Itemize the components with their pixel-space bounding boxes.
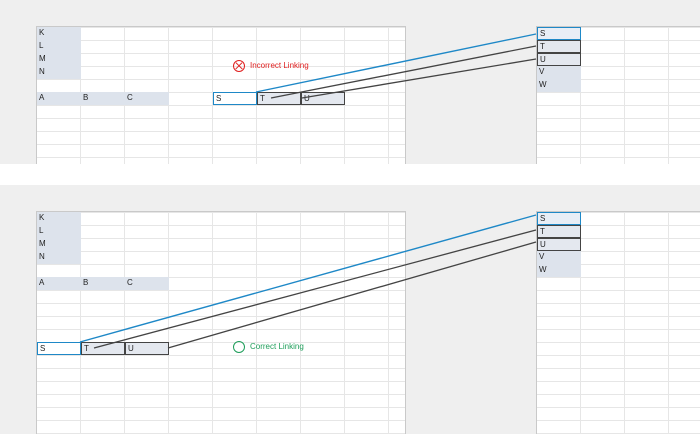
link-line-u: [301, 58, 537, 99]
left-spreadsheet: K L M N A B C S T U: [36, 211, 406, 434]
left-spreadsheet: K L M N A B C S T U: [36, 26, 406, 164]
right-cell-t[interactable]: T: [537, 40, 581, 53]
right-cell-w: W: [537, 264, 581, 277]
link-cell-u[interactable]: U: [301, 92, 345, 105]
col-header-a: A: [37, 277, 81, 290]
row-header-n: N: [37, 251, 81, 264]
link-lines: [255, 33, 537, 99]
col-header-b: B: [81, 92, 125, 105]
right-cell-v: V: [537, 66, 581, 79]
col-header-a: A: [37, 92, 81, 105]
right-cell-v: V: [537, 251, 581, 264]
row-header-m: M: [37, 238, 81, 251]
link-lines: [79, 214, 537, 349]
link-line-u: [167, 241, 537, 349]
incorrect-linking-panel: K L M N A B C S T U S T U V W Incorrect …: [0, 0, 700, 164]
right-spreadsheet: S T U V W: [536, 26, 700, 164]
link-line-t: [270, 45, 537, 99]
incorrect-linking-label: Incorrect Linking: [250, 61, 309, 70]
row-header-n: N: [37, 66, 81, 79]
correct-linking-label: Correct Linking: [250, 342, 304, 351]
right-spreadsheet: S T U V W: [536, 211, 700, 434]
col-header-c: C: [125, 92, 169, 105]
link-cell-t[interactable]: T: [81, 342, 125, 355]
circle-icon: [233, 341, 245, 353]
link-cell-s[interactable]: S: [213, 92, 257, 105]
link-line-s: [255, 33, 537, 93]
correct-linking-panel: K L M N A B C S T U S T U V W Correct Li…: [0, 185, 700, 434]
link-cell-t[interactable]: T: [257, 92, 301, 105]
link-line-s: [79, 214, 537, 343]
link-line-t: [93, 229, 537, 349]
panel-separator: [0, 164, 700, 185]
link-cell-u[interactable]: U: [125, 342, 169, 355]
right-cell-t[interactable]: T: [537, 225, 581, 238]
row-header-k: K: [37, 212, 81, 225]
link-cell-s[interactable]: S: [37, 342, 81, 355]
right-cell-w: W: [537, 79, 581, 92]
cross-circle-icon: [233, 60, 245, 72]
right-cell-u[interactable]: U: [537, 53, 581, 66]
col-header-c: C: [125, 277, 169, 290]
row-header-m: M: [37, 53, 81, 66]
row-header-l: L: [37, 40, 81, 53]
row-header-l: L: [37, 225, 81, 238]
col-header-b: B: [81, 277, 125, 290]
right-cell-u[interactable]: U: [537, 238, 581, 251]
row-header-k: K: [37, 27, 81, 40]
right-cell-s[interactable]: S: [537, 27, 581, 40]
right-cell-s[interactable]: S: [537, 212, 581, 225]
